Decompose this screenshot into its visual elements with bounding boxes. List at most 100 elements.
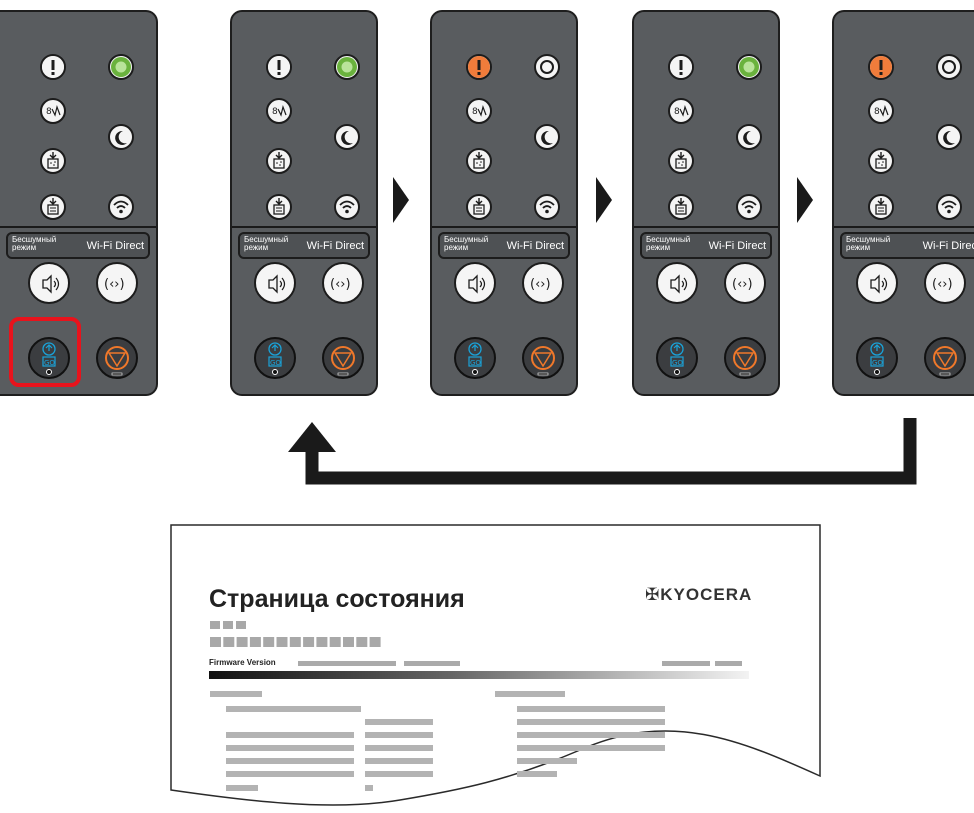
stop-button[interactable]: [96, 337, 138, 379]
wifi-direct-button[interactable]: (‹›): [322, 262, 364, 304]
wireless-signal-icon: (‹›): [330, 277, 351, 292]
panel-divider: [432, 226, 576, 228]
wifi-direct-button[interactable]: (‹›): [724, 262, 766, 304]
wifi-icon: [334, 194, 360, 220]
moon-icon: [534, 124, 560, 150]
quiet-mode-button[interactable]: [656, 262, 698, 304]
wifi-icon: [108, 194, 134, 220]
speaker-quiet-icon: [870, 274, 888, 294]
svg-text:8: 8: [472, 107, 478, 117]
paper-jam-icon: 8: [40, 98, 66, 124]
panel-divider: [834, 226, 974, 228]
right-arrow-icon: [797, 177, 813, 223]
wifi-direct-label: Wi-Fi Direct: [506, 240, 564, 252]
svg-text:8: 8: [272, 107, 278, 117]
paper-tray-icon: [668, 194, 694, 220]
go-button[interactable]: GO: [454, 337, 496, 379]
svg-text:GO: GO: [44, 359, 55, 367]
paper-tray-icon: [40, 194, 66, 220]
ready-ring-icon: [108, 54, 134, 80]
quiet-mode-button[interactable]: [856, 262, 898, 304]
wifi-icon: [936, 194, 962, 220]
paper-tray-icon: [868, 194, 894, 220]
svg-text:(‹›): (‹›): [530, 277, 551, 292]
paper-tray-icon: [466, 194, 492, 220]
svg-text:(‹›): (‹›): [330, 277, 351, 292]
stop-icon: [531, 346, 555, 376]
paper-tray-icon: [266, 194, 292, 220]
svg-text:8: 8: [874, 107, 880, 117]
wifi-direct-label: Wi-Fi Direct: [306, 240, 364, 252]
stop-button[interactable]: [322, 337, 364, 379]
wireless-signal-icon: (‹›): [104, 277, 125, 292]
wifi-direct-button[interactable]: (‹›): [96, 262, 138, 304]
toner-icon: [40, 148, 66, 174]
right-arrow-icon: [393, 177, 409, 223]
ready-ring-icon: [936, 54, 962, 80]
exclamation-icon: [466, 54, 492, 80]
moon-icon: [334, 124, 360, 150]
wifi-direct-label: Wi-Fi Direct: [708, 240, 766, 252]
panel-divider: [634, 226, 778, 228]
stop-button[interactable]: [924, 337, 966, 379]
svg-text:8: 8: [46, 107, 52, 117]
exclamation-icon: [668, 54, 694, 80]
speaker-quiet-icon: [268, 274, 286, 294]
exclamation-icon: [868, 54, 894, 80]
kyocera-logo: ✠KYOCERA: [645, 585, 752, 605]
svg-text:GO: GO: [470, 359, 481, 367]
quiet-mode-button[interactable]: [28, 262, 70, 304]
go-button-highlight: [9, 317, 81, 387]
stop-icon: [105, 346, 129, 376]
speaker-quiet-icon: [468, 274, 486, 294]
svg-text:GO: GO: [872, 359, 883, 367]
go-button[interactable]: GO: [254, 337, 296, 379]
paper-jam-icon: 8: [466, 98, 492, 124]
ready-ring-icon: [534, 54, 560, 80]
wireless-signal-icon: (‹›): [530, 277, 551, 292]
wifi-icon: [736, 194, 762, 220]
ready-ring-icon: [334, 54, 360, 80]
go-icon: GO: [268, 342, 282, 375]
go-button[interactable]: GO: [656, 337, 698, 379]
loop-back-arrow-icon: [288, 418, 917, 485]
brand-name: KYOCERA: [660, 585, 753, 604]
stop-icon: [933, 346, 957, 376]
svg-text:8: 8: [674, 107, 680, 117]
ready-ring-icon: [736, 54, 762, 80]
panel-divider: [0, 226, 156, 228]
svg-text:(‹›): (‹›): [104, 277, 125, 292]
wifi-direct-label: Wi-Fi Direct: [86, 240, 144, 252]
go-icon: GO: [468, 342, 482, 375]
quiet-mode-button[interactable]: [254, 262, 296, 304]
go-button[interactable]: GO: [28, 337, 70, 379]
wifi-direct-button[interactable]: (‹›): [924, 262, 966, 304]
wifi-direct-button[interactable]: (‹›): [522, 262, 564, 304]
speaker-quiet-icon: [670, 274, 688, 294]
exclamation-icon: [40, 54, 66, 80]
quiet-mode-button[interactable]: [454, 262, 496, 304]
svg-text:(‹›): (‹›): [932, 277, 953, 292]
paper-jam-icon: 8: [668, 98, 694, 124]
go-icon: GO: [42, 342, 56, 375]
go-icon: GO: [870, 342, 884, 375]
speaker-quiet-icon: [42, 274, 60, 294]
wireless-signal-icon: (‹›): [932, 277, 953, 292]
firmware-version-label: Firmware Version: [209, 658, 276, 667]
kyocera-emblem-icon: ✠: [645, 585, 661, 604]
stop-button[interactable]: [522, 337, 564, 379]
svg-text:GO: GO: [270, 359, 281, 367]
wifi-direct-label: Wi-Fi Direct: [922, 240, 974, 252]
go-button[interactable]: GO: [856, 337, 898, 379]
stop-button[interactable]: [724, 337, 766, 379]
moon-icon: [736, 124, 762, 150]
